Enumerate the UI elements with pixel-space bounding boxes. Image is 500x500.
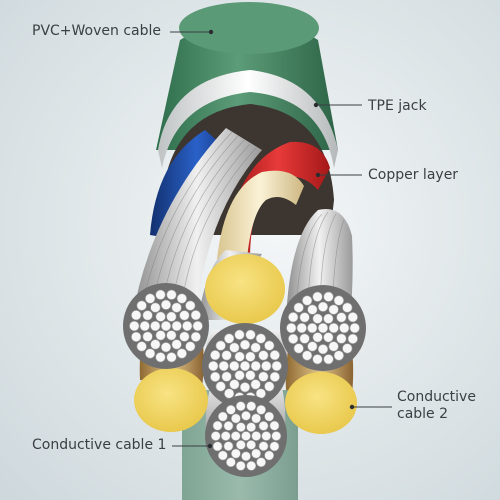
strand-bundle-end-center (202, 323, 288, 409)
conductive-cable-2-line1: Conductive (397, 389, 476, 405)
red-core (226, 141, 330, 260)
conductive-cable-1-label: Conductive cable 1 (32, 437, 167, 453)
copper-dot (315, 172, 321, 178)
tpe-jack-label: TPE jack (368, 98, 427, 114)
leader-dots (207, 29, 355, 449)
yellow-insulation-right (285, 372, 357, 434)
leader-lines (170, 31, 392, 447)
strand-bundle-left (132, 128, 262, 320)
tpe-jack-ring (158, 70, 338, 168)
strand-bundle-end-right (280, 285, 366, 371)
tpe-dot (313, 102, 319, 108)
yellow-insulation-left (134, 368, 208, 432)
conductive-cable-2-line2: cable 2 (397, 406, 449, 422)
copper-layer-label: Copper layer (368, 167, 459, 183)
pvc-woven-cable-label: PVC+Woven cable (32, 23, 162, 39)
yellow-insulation-center (205, 254, 285, 324)
strand-cross-sections (123, 283, 366, 477)
conductive-cable-2-label: Conductive cable 2 (397, 389, 476, 423)
strand-bundle-end-bottom (205, 395, 287, 477)
cream-insulation (216, 170, 304, 270)
strand-bundle-end-left (123, 283, 209, 369)
pvc-dot (208, 29, 214, 35)
conductive1-dot (207, 443, 213, 449)
conductive2-dot (349, 404, 355, 410)
pvc-jacket-top (179, 2, 319, 54)
